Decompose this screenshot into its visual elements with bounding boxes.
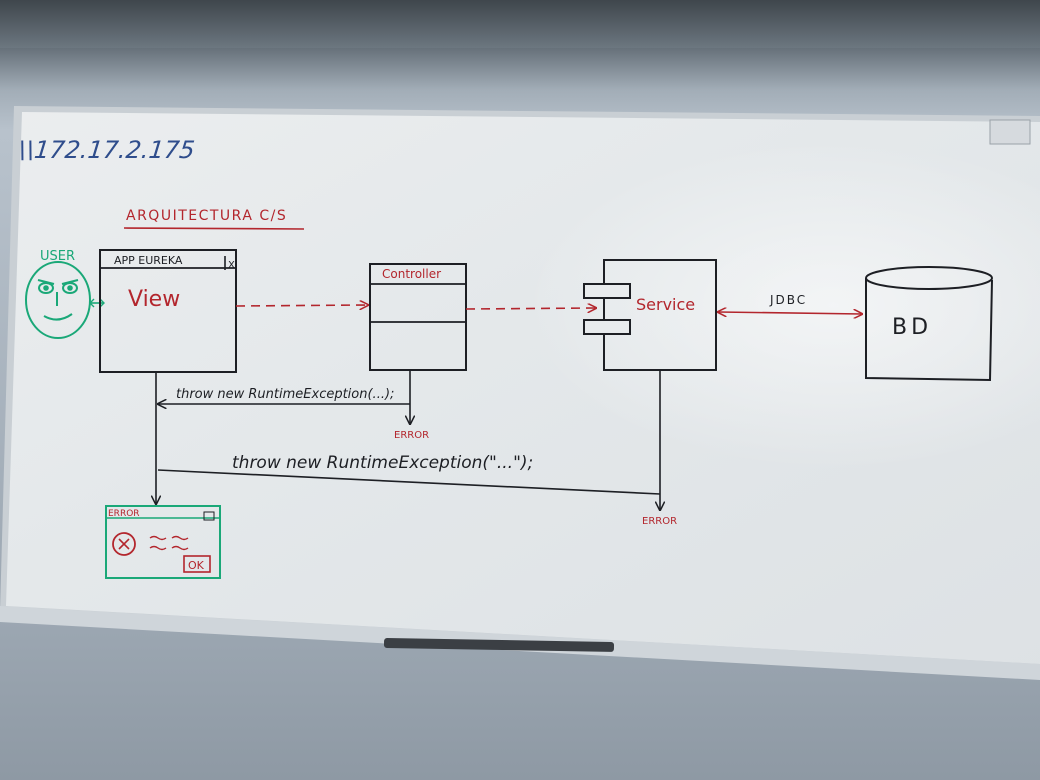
message-lines-icon: [149, 535, 189, 551]
user-label: USER: [40, 249, 75, 264]
database-cylinder: BD: [865, 266, 993, 382]
eraser: [383, 638, 615, 652]
view-controller-arrow: [235, 305, 368, 306]
throw-long-text: throw new RuntimeException("...");: [232, 453, 533, 473]
error-x-icon: [112, 532, 136, 556]
error-dialog: ERROR OK: [105, 505, 221, 579]
service-component: Service: [583, 259, 717, 371]
architecture-title: ARQUITECTURA C/S: [126, 208, 287, 224]
jdbc-label: JDBC: [769, 293, 807, 307]
error-dialog-title: ERROR: [108, 509, 140, 519]
error-controller-label: ERROR: [394, 430, 429, 441]
service-db-arrow: [718, 312, 862, 314]
view-label: View: [128, 287, 180, 312]
service-throw-path: [157, 469, 661, 495]
app-eureka-window: APP EUREKA X View: [99, 249, 237, 373]
throw-short-text: throw new RuntimeException(...);: [176, 387, 394, 402]
controller-service-arrow: [465, 308, 596, 309]
title-underline: [123, 227, 305, 230]
error-dialog-ok: OK: [188, 559, 205, 572]
db-label: BD: [892, 315, 932, 340]
controller-box: Controller: [369, 263, 467, 371]
controller-label: Controller: [382, 267, 441, 281]
corner-clip: [989, 119, 1031, 145]
service-label: Service: [636, 295, 695, 314]
ip-address-text: \\172.17.2.175: [17, 136, 196, 164]
app-window-close-icon: X: [228, 260, 235, 271]
error-service-label: ERROR: [642, 516, 677, 527]
wall-top: [0, 0, 1040, 48]
user-face-icon: [25, 261, 91, 339]
app-window-title: APP EUREKA: [114, 254, 183, 267]
